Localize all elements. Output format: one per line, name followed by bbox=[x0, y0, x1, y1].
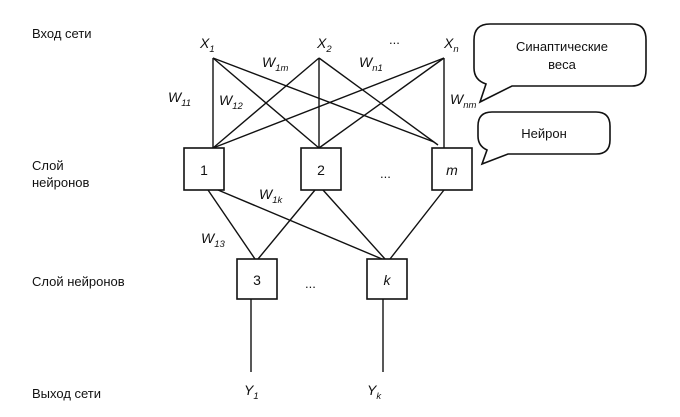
weight-w11: W11 bbox=[168, 89, 191, 109]
label-network-input: Вход сети bbox=[32, 26, 92, 41]
output-edges bbox=[250, 299, 384, 372]
neuron-1: 1 bbox=[183, 147, 225, 191]
output-yk: Yk bbox=[367, 382, 382, 402]
edge-xn-n1 bbox=[212, 57, 445, 149]
label-neuron-layer-2: Слой нейронов bbox=[32, 274, 125, 289]
neuron-2: 2 bbox=[300, 147, 342, 191]
weight-w1m: W1m bbox=[262, 54, 289, 74]
weight-w13: W13 bbox=[201, 230, 226, 250]
weight-wnm: Wnm bbox=[450, 91, 477, 111]
input-x2: X2 bbox=[316, 35, 332, 55]
weight-w1k: W1k bbox=[259, 186, 284, 206]
edge-x2-n1 bbox=[212, 57, 320, 149]
neuron-m: m bbox=[431, 147, 473, 191]
label-network-output: Выход сети bbox=[32, 386, 101, 401]
hidden-edges bbox=[207, 189, 445, 260]
callout-neuron-text: Нейрон bbox=[521, 126, 567, 141]
output-y1: Y1 bbox=[244, 382, 259, 402]
neuron-1-label: 1 bbox=[200, 162, 208, 178]
edge-n2-nk bbox=[322, 189, 386, 260]
edge-x1-nm bbox=[212, 57, 435, 143]
edge-n1-nk bbox=[217, 189, 383, 260]
callout-neuron: Нейрон bbox=[477, 111, 611, 166]
edge-xn-n2 bbox=[318, 57, 445, 149]
neuron-k: k bbox=[366, 258, 408, 300]
weight-w12: W12 bbox=[219, 92, 244, 112]
edge-n2-n3 bbox=[257, 189, 316, 260]
edge-n1-n3 bbox=[207, 189, 256, 260]
input-x1: X1 bbox=[199, 35, 215, 55]
edge-x2-nm bbox=[318, 57, 439, 146]
layer1-ellipsis: ... bbox=[380, 166, 391, 181]
neuron-3-label: 3 bbox=[253, 272, 261, 288]
neuron-2-label: 2 bbox=[317, 162, 325, 178]
neuron-k-label: k bbox=[384, 272, 392, 288]
input-xn: Xn bbox=[443, 35, 459, 55]
inputs-ellipsis: ... bbox=[389, 32, 400, 47]
layer2-ellipsis: ... bbox=[305, 276, 316, 291]
neuron-3: 3 bbox=[236, 258, 278, 300]
neuron-m-label: m bbox=[446, 162, 458, 178]
weight-wn1: Wn1 bbox=[359, 54, 383, 74]
edge-nm-nk bbox=[389, 189, 445, 260]
input-edges bbox=[212, 57, 445, 149]
